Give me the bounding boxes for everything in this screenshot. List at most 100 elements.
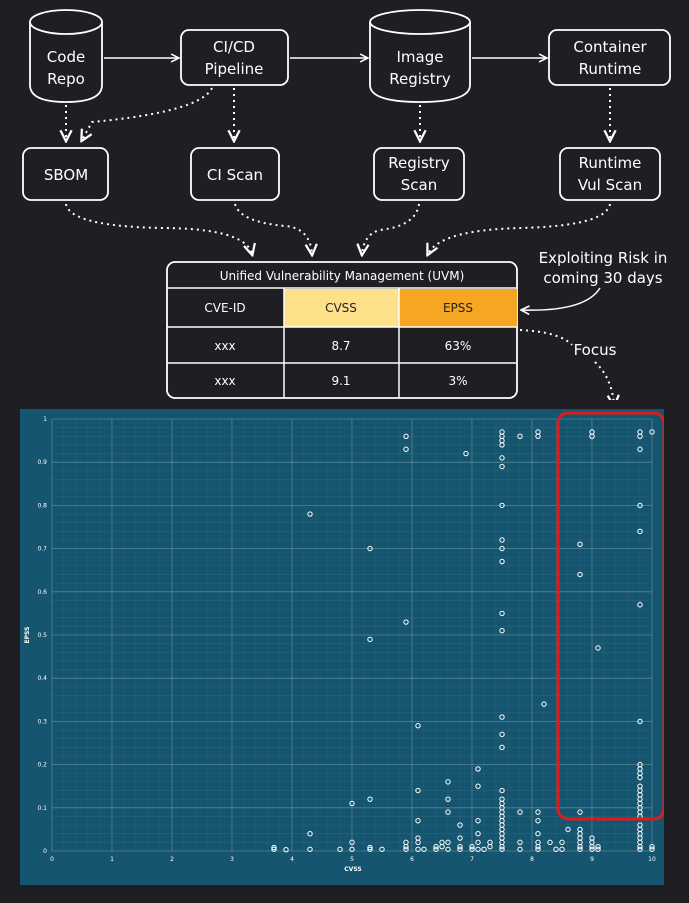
scatter-point <box>577 846 583 852</box>
scatter-point <box>499 744 505 751</box>
scatter-point <box>595 843 601 850</box>
y-tick-label: 0 <box>43 848 47 855</box>
scatter-point <box>457 835 463 841</box>
scatter-point <box>577 809 583 815</box>
cicd-pipeline-node[interactable]: CI/CD Pipeline <box>180 29 289 86</box>
scatter-point <box>637 528 643 535</box>
scatter-point <box>535 839 541 846</box>
scatter-point <box>637 602 643 608</box>
scatter-point <box>577 571 583 578</box>
scatter-point <box>541 701 547 707</box>
scatter-point <box>589 846 595 852</box>
scatter-point <box>475 846 481 852</box>
scatter-point <box>517 809 523 815</box>
code-repo-label-1: Code <box>47 48 85 66</box>
scatter-point <box>637 761 643 768</box>
scatter-point <box>499 463 505 470</box>
scatter-point <box>379 846 385 852</box>
scatter-point <box>499 558 505 565</box>
y-tick-label: 0.9 <box>37 459 47 466</box>
architecture-diagram: Code Repo CI/CD Pipeline Image Registry … <box>22 9 671 400</box>
header-cvss: CVSS <box>325 301 357 315</box>
header-epss: EPSS <box>443 301 473 315</box>
sbom-label: SBOM <box>44 166 88 184</box>
y-tick-label: 0.2 <box>37 762 47 769</box>
scatter-point <box>649 846 655 852</box>
x-tick-label: 8 <box>530 856 534 863</box>
scatter-point <box>415 818 421 824</box>
y-tick-label: 0.4 <box>37 675 47 682</box>
runtime-scan-node[interactable]: Runtime Vul Scan <box>559 147 661 201</box>
scatter-point <box>499 846 505 852</box>
x-tick-label: 3 <box>230 856 234 863</box>
x-tick-label: 10 <box>648 856 656 863</box>
sbom-node[interactable]: SBOM <box>22 147 109 201</box>
container-runtime-node[interactable]: Container Runtime <box>548 29 671 86</box>
ci-scan-node[interactable]: CI Scan <box>190 147 280 201</box>
row1-cve: xxx <box>214 339 235 353</box>
scatter-point <box>535 809 541 815</box>
scatter-point <box>499 714 505 720</box>
y-tick-label: 0.5 <box>37 632 47 639</box>
scatter-point <box>559 846 565 852</box>
scatter-point <box>637 446 643 452</box>
scatter-point <box>499 835 505 841</box>
y-tick-label: 0.8 <box>37 502 47 509</box>
scatter-point <box>307 511 313 517</box>
dotted-epss-to-focus <box>519 329 573 346</box>
scatter-point <box>349 846 355 852</box>
y-tick-label: 0.7 <box>37 546 47 553</box>
scatter-point <box>403 846 409 852</box>
scatter-point <box>499 818 505 824</box>
scatter-point <box>433 846 439 852</box>
scatter-point <box>445 809 451 815</box>
focus-highlight-box <box>556 411 664 821</box>
arrow-runtime-to-uvm <box>428 203 611 254</box>
scatter-point <box>499 809 505 815</box>
scatter-point <box>637 502 643 509</box>
x-tick-label: 7 <box>470 856 474 863</box>
arrow-ciscan-to-uvm <box>234 203 312 254</box>
row1-cvss: 8.7 <box>331 339 350 353</box>
scatter-point <box>517 839 523 846</box>
scatter-point <box>637 846 643 852</box>
scatter-point <box>499 731 505 738</box>
image-registry-label-1: Image <box>397 48 444 66</box>
row2-epss: 3% <box>448 374 467 388</box>
scatter-point <box>487 843 493 850</box>
scatter-point <box>403 446 409 452</box>
scatter-point <box>445 846 451 852</box>
scatter-points <box>271 429 655 853</box>
scatter-point <box>499 537 505 543</box>
scatter-point <box>457 822 463 828</box>
scatter-point <box>499 787 505 794</box>
arrow-cicd-to-sbom <box>82 87 213 140</box>
scatter-point <box>403 433 409 439</box>
scatter-point <box>649 843 655 850</box>
scatter-point <box>367 846 373 852</box>
scatter-point <box>457 843 463 850</box>
grid <box>51 418 653 852</box>
arrow-focus-to-chart <box>594 361 614 400</box>
image-registry-node[interactable]: Image Registry <box>369 9 471 103</box>
scatter-point <box>349 800 355 807</box>
scatter-point <box>367 545 373 552</box>
cicd-label-2: Pipeline <box>205 60 264 78</box>
cvss-header-fill <box>284 289 399 327</box>
container-runtime-label-1: Container <box>573 38 647 56</box>
scatter-point <box>499 796 505 802</box>
scatter-point <box>463 450 469 457</box>
arrow-annotation-to-epss <box>522 287 601 310</box>
scatter-point <box>307 831 313 837</box>
scatter-point <box>283 847 289 853</box>
registry-scan-node[interactable]: Registry Scan <box>373 147 465 201</box>
code-repo-node[interactable]: Code Repo <box>29 9 103 103</box>
registry-scan-label-2: Scan <box>401 176 437 194</box>
scatter-point <box>499 502 505 509</box>
x-tick-label: 4 <box>290 856 294 863</box>
scatter-point <box>307 846 313 852</box>
scatter-point <box>589 429 595 435</box>
scatter-point <box>547 839 553 846</box>
scatter-point <box>439 843 445 850</box>
